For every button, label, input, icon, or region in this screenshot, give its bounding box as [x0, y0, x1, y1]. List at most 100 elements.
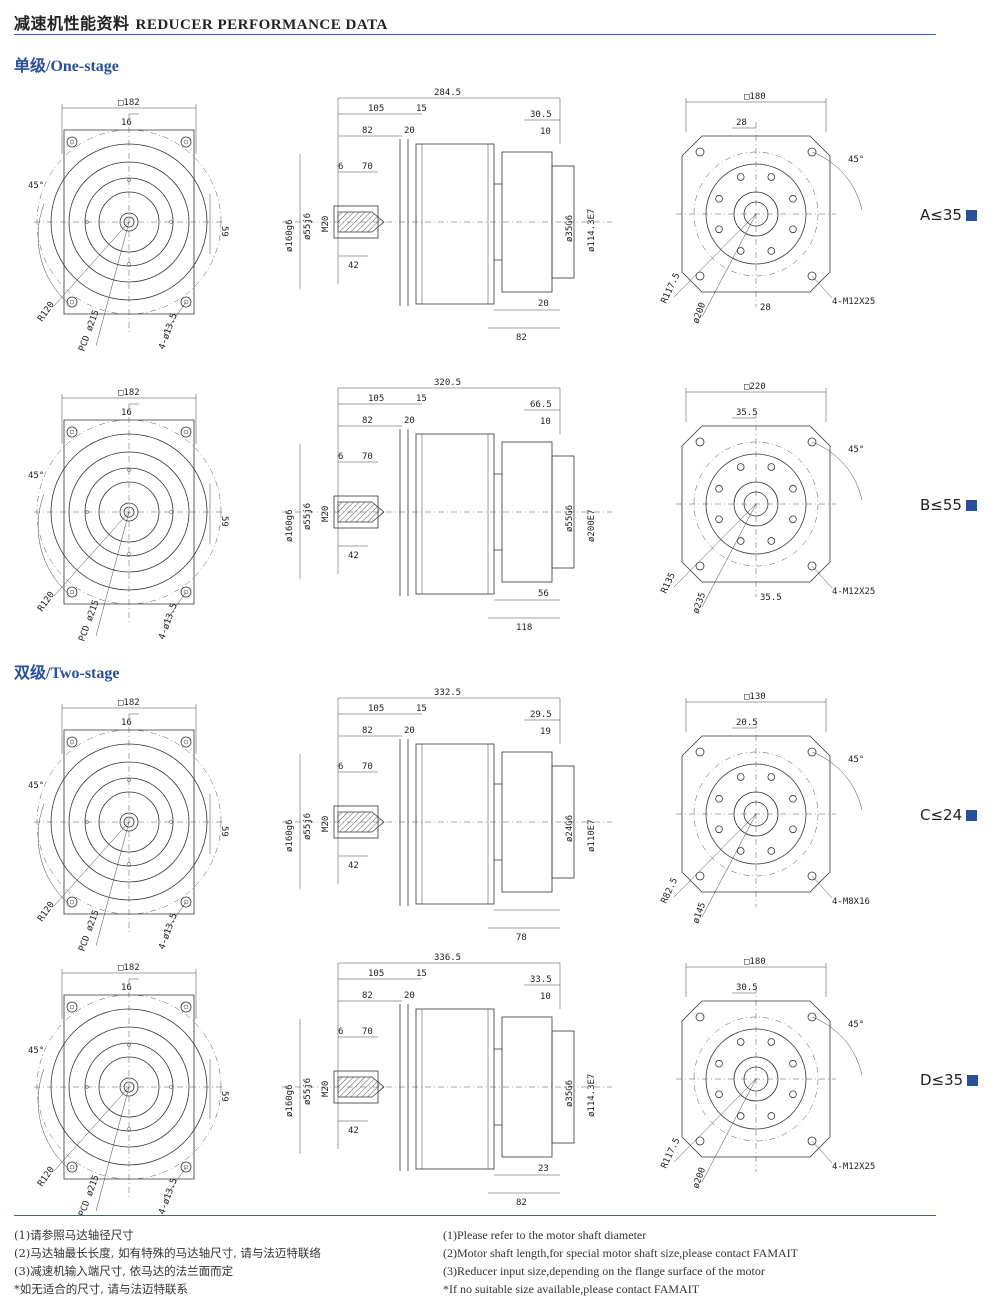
dia-spigot-label: ø114.3E7	[587, 209, 597, 252]
dim-70-label: 70	[362, 162, 373, 172]
dim-flange-label: 66.5	[530, 400, 552, 410]
angle-label: 45°	[28, 781, 44, 791]
dia-shaft-label: ø55j6	[303, 503, 313, 530]
radius-label: R117.5	[660, 1137, 683, 1171]
dia-spigot-label: ø200E7	[587, 509, 597, 542]
dim-bottom1-label: 23	[538, 1164, 549, 1174]
dia-spigot-label: ø114.3E7	[587, 1074, 597, 1117]
dia-160-label: ø160g6	[285, 509, 295, 542]
dim-bottom2-label: 82	[516, 333, 527, 343]
dim-bottom2-label: 82	[516, 1198, 527, 1208]
title-cn: 减速机性能资料	[14, 14, 130, 33]
radius-label: R82.5	[660, 876, 681, 905]
dim-6-label: 6	[338, 452, 343, 462]
holes-label: 4-M12X25	[832, 587, 875, 597]
dia-spigot-label: ø110E7	[587, 819, 597, 852]
notes-en: (1)Please refer to the motor shaft diame…	[443, 1226, 983, 1298]
dim-82-label: 82	[362, 726, 373, 736]
total-length-label: 336.5	[434, 953, 461, 963]
note-cn-3: (3)减速机输入端尺寸, 依马达的法兰面而定	[14, 1264, 234, 1278]
angle-label: 45°	[848, 1020, 864, 1030]
dia-output-label: ø55G6	[565, 505, 575, 532]
holes-label: 4-ø13.5	[157, 912, 179, 951]
holes-label: 4-ø13.5	[157, 602, 179, 641]
variant-marker-icon	[965, 500, 977, 511]
total-length-label: 332.5	[434, 688, 461, 698]
page-title: 减速机性能资料 REDUCER PERFORMANCE DATA	[14, 10, 388, 34]
variant-code: D≤35	[920, 1071, 964, 1089]
notes-cn: (1)请参照马达轴径尺寸 (2)马达轴最长长度, 如有特殊的马达轴尺寸, 请与法…	[14, 1226, 434, 1298]
angle-label: 45°	[848, 755, 864, 765]
square-dim-label: □220	[744, 382, 766, 392]
square-dim-label: □182	[118, 698, 140, 708]
dim-15-label: 15	[416, 704, 427, 714]
dim-105-label: 105	[368, 394, 384, 404]
pcd-label: ø200	[691, 1166, 708, 1190]
dim-70-label: 70	[362, 1027, 373, 1037]
dim-flange-label: 29.5	[530, 710, 552, 720]
offset-dim-label: 30.5	[736, 983, 758, 993]
pcd-label: PCD ø215	[77, 909, 101, 953]
dim-105-label: 105	[368, 704, 384, 714]
variant-code: B≤55	[920, 496, 962, 514]
dim-42-label: 42	[348, 1126, 359, 1136]
dim-20-label: 20	[404, 726, 415, 736]
offset-dim-label: 16	[121, 718, 132, 728]
radius-label: R120	[36, 900, 57, 924]
dim-70-label: 70	[362, 452, 373, 462]
dim-bottom1-label: 56	[538, 589, 549, 599]
pcd-label: ø145	[691, 901, 708, 925]
dim-bottom1-label: 20	[538, 299, 549, 309]
thread-label: M20	[321, 216, 331, 232]
radius-label: R120	[36, 300, 57, 324]
dia-160-label: ø160g6	[285, 819, 295, 852]
header-divider	[14, 34, 936, 35]
offset-dim-label: 16	[121, 408, 132, 418]
section-two-stage: 双级/Two-stage	[14, 665, 120, 682]
variant-label: A≤35	[920, 206, 977, 224]
variant-marker-icon	[967, 1075, 979, 1086]
square-dim-label: □182	[118, 388, 140, 398]
dia-shaft-label: ø55j6	[303, 213, 313, 240]
note-en-3: (3)Reducer input size,depending on the f…	[443, 1264, 765, 1278]
thread-label: M20	[321, 1081, 331, 1097]
dim-20-label: 20	[404, 991, 415, 1001]
dim-10-label: 10	[540, 417, 551, 427]
dim-bottom2-label: 118	[516, 623, 532, 633]
square-dim-label: □180	[744, 957, 766, 967]
pcd-label: ø200	[691, 301, 708, 325]
offset-dim-label: 28	[736, 118, 747, 128]
dim-flange-label: 33.5	[530, 975, 552, 985]
dim-42-label: 42	[348, 861, 359, 871]
pcd-label: PCD ø215	[77, 1174, 101, 1218]
square-dim-label: □180	[744, 92, 766, 102]
dia-shaft-label: ø55j6	[303, 1078, 313, 1105]
angle-label: 45°	[28, 181, 44, 191]
height-dim-label: 59	[219, 1091, 229, 1102]
dim-42-label: 42	[348, 551, 359, 561]
dim-10-label: 10	[540, 127, 551, 137]
title-en: REDUCER PERFORMANCE DATA	[135, 17, 388, 33]
radius-label: R120	[36, 590, 57, 614]
height-dim-label: 59	[219, 826, 229, 837]
radius-label: R135	[660, 571, 678, 595]
dim-105-label: 105	[368, 104, 384, 114]
dim-42-label: 42	[348, 261, 359, 271]
dim-15-label: 15	[416, 969, 427, 979]
variant-marker-icon	[966, 810, 978, 821]
